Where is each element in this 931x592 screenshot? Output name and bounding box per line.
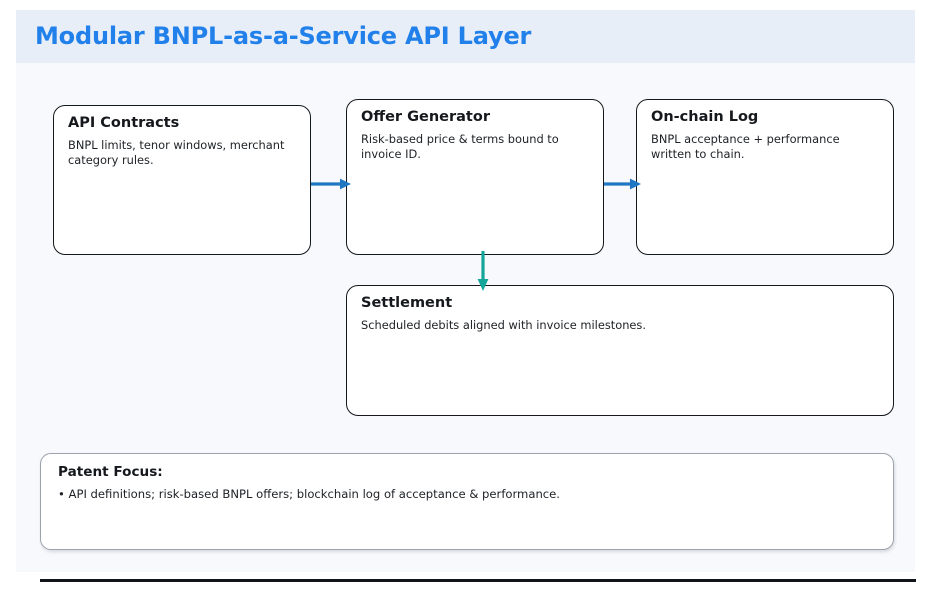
arrow-right-icon-offer-to-onchain	[604, 178, 641, 190]
node-offer-generator[interactable]: Offer Generator Risk-based price & terms…	[346, 99, 604, 255]
page-title: Modular BNPL-as-a-Service API Layer	[35, 22, 532, 50]
node-title: Settlement	[361, 295, 453, 311]
node-title: API Contracts	[68, 115, 180, 131]
node-on-chain-log[interactable]: On-chain Log BNPL acceptance + performan…	[636, 99, 894, 255]
patent-focus-panel: Patent Focus: • API definitions; risk-ba…	[40, 453, 894, 550]
node-description: Risk-based price & terms bound to invoic…	[361, 132, 559, 162]
slide-canvas: Modular BNPL-as-a-Service API Layer API …	[16, 10, 916, 582]
title-band	[16, 10, 915, 63]
arrow-right-icon-api-to-offer	[311, 178, 351, 190]
node-settlement[interactable]: Settlement Scheduled debits aligned with…	[346, 285, 894, 416]
node-api-contracts[interactable]: API Contracts BNPL limits, tenor windows…	[53, 105, 311, 255]
node-description: BNPL limits, tenor windows, merchant cat…	[68, 138, 285, 168]
patent-focus-title: Patent Focus:	[58, 464, 163, 480]
arrow-down-icon-offer-to-settlement	[477, 251, 489, 291]
node-description: Scheduled debits aligned with invoice mi…	[361, 318, 646, 332]
node-description: BNPL acceptance + performance written to…	[651, 132, 840, 162]
footer-divider	[40, 579, 916, 582]
node-title: Offer Generator	[361, 109, 490, 125]
node-title: On-chain Log	[651, 109, 759, 125]
patent-focus-bullet: • API definitions; risk-based BNPL offer…	[58, 487, 560, 501]
